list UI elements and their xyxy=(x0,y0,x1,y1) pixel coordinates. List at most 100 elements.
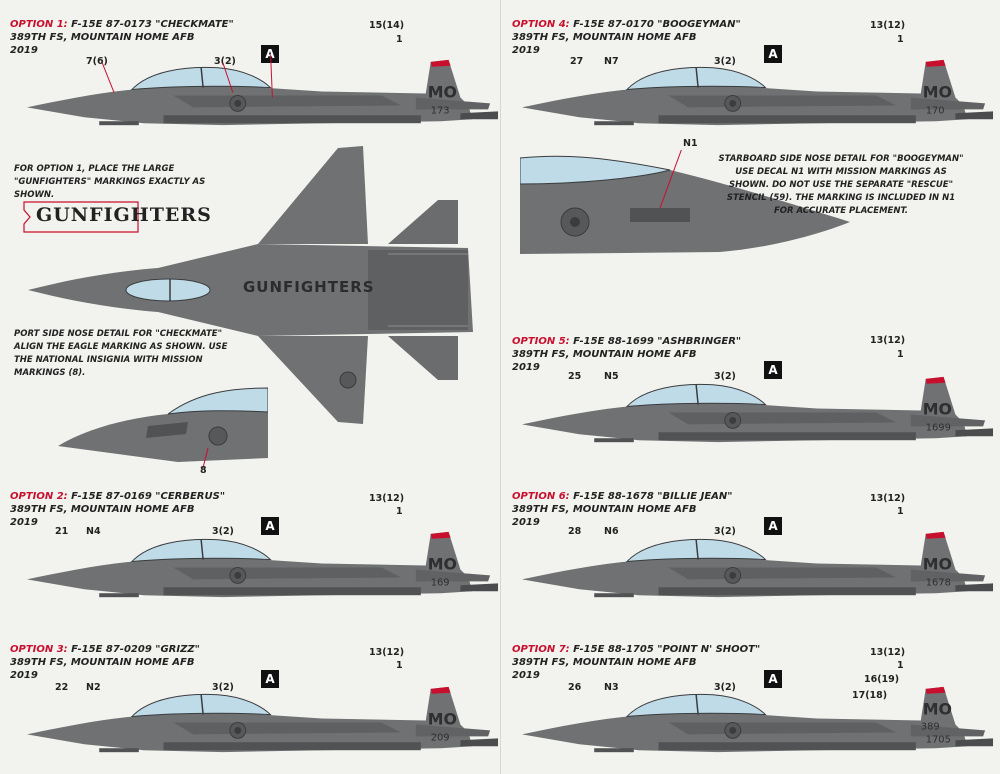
tail-extra: 389 xyxy=(921,721,940,732)
tail-serial: 170 xyxy=(926,105,945,116)
option-4-side-profile: MO 170 xyxy=(521,59,994,126)
callout-1: 1 xyxy=(897,349,904,360)
tail-code: MO xyxy=(923,399,952,418)
callout-13-12: 13(12) xyxy=(870,335,906,346)
year: 2019 xyxy=(512,517,540,528)
marking-a-box: A xyxy=(261,517,279,535)
unit-name: 389TH FS, MOUNTAIN HOME AFB xyxy=(10,504,195,515)
option-number: OPTION 1: xyxy=(10,19,68,30)
year: 2019 xyxy=(10,670,38,681)
option-number: OPTION 6: xyxy=(512,491,570,502)
option-1-side-profile: MO 173 xyxy=(26,55,499,126)
option-5-header: OPTION 5: F-15E 88-1699 "ASHBRINGER" 389… xyxy=(512,335,741,374)
callout-17-18: 17(18) xyxy=(852,690,888,701)
callout-3-2: 3(2) xyxy=(714,526,736,537)
callout-28: 28 xyxy=(568,526,582,537)
option-number: OPTION 2: xyxy=(10,491,68,502)
callout-1: 1 xyxy=(396,506,403,517)
aircraft-name: F-15E 88-1678 "BILLIE JEAN" xyxy=(573,491,733,502)
top-view-planform: GUNFIGHTERS xyxy=(28,146,473,424)
marking-a-box: A xyxy=(764,45,782,63)
callout-1: 1 xyxy=(897,34,904,45)
callout-15-14: 15(14) xyxy=(369,20,405,31)
callout-1: 1 xyxy=(396,660,403,671)
option-1-header: OPTION 1: F-15E 87-0173 "CHECKMATE" 389T… xyxy=(10,18,234,57)
callout-n5: N5 xyxy=(604,371,619,382)
callout-13-12: 13(12) xyxy=(870,493,906,504)
callout-13-12: 13(12) xyxy=(369,647,405,658)
aircraft-name: F-15E 88-1699 "ASHBRINGER" xyxy=(573,336,742,347)
option-7-header: OPTION 7: F-15E 88-1705 "POINT N' SHOOT"… xyxy=(512,643,760,682)
tail-serial: 1699 xyxy=(926,422,951,433)
year: 2019 xyxy=(10,45,38,56)
callout-n4: N4 xyxy=(86,526,101,537)
callout-13-12: 13(12) xyxy=(870,647,906,658)
unit-name: 389TH FS, MOUNTAIN HOME AFB xyxy=(512,349,697,360)
marking-a-box: A xyxy=(261,45,279,63)
marking-a-box: A xyxy=(764,670,782,688)
callout-n6: N6 xyxy=(604,526,619,537)
gunfighters-logo-text: GUNFIGHTERS xyxy=(36,204,212,226)
option-number: OPTION 7: xyxy=(512,644,570,655)
option-4-header: OPTION 4: F-15E 87-0170 "BOOGEYMAN" 389T… xyxy=(512,18,741,57)
callout-21: 21 xyxy=(55,526,69,537)
tail-code: MO xyxy=(428,554,457,573)
callout-16-19: 16(19) xyxy=(864,674,900,685)
aircraft-name: F-15E 87-0170 "BOOGEYMAN" xyxy=(573,19,741,30)
callout-27: 27 xyxy=(570,56,584,67)
gunfighters-note: FOR OPTION 1, PLACE THE LARGE "GUNFIGHTE… xyxy=(14,164,206,200)
tail-serial: 1705 xyxy=(926,734,951,745)
port-side-note: PORT SIDE NOSE DETAIL FOR "CHECKMATE" AL… xyxy=(14,329,228,378)
callout-n1: N1 xyxy=(683,138,698,149)
callout-3-2: 3(2) xyxy=(714,56,736,67)
tail-code: MO xyxy=(428,709,457,728)
callout-1: 1 xyxy=(897,660,904,671)
option-6-header: OPTION 6: F-15E 88-1678 "BILLIE JEAN" 38… xyxy=(512,490,732,529)
option-5-side-profile: MO 1699 xyxy=(521,376,994,443)
marking-a-box: A xyxy=(764,361,782,379)
aircraft-name: F-15E 87-0209 "GRIZZ" xyxy=(71,644,200,655)
callout-3-2: 3(2) xyxy=(214,56,236,67)
year: 2019 xyxy=(512,670,540,681)
callout-1: 1 xyxy=(396,34,403,45)
callout-13-12: 13(12) xyxy=(870,20,906,31)
starboard-nose-detail xyxy=(520,150,850,254)
tail-serial: 173 xyxy=(431,105,450,116)
option-number: OPTION 5: xyxy=(512,336,570,347)
callout-7-6: 7(6) xyxy=(86,56,108,67)
aircraft-name: F-15E 87-0173 "CHECKMATE" xyxy=(71,19,234,30)
callout-8: 8 xyxy=(200,465,207,476)
option-2-side-profile: MO 169 xyxy=(26,531,499,598)
unit-name: 389TH FS, MOUNTAIN HOME AFB xyxy=(512,32,697,43)
tail-code: MO xyxy=(923,700,952,719)
callout-1: 1 xyxy=(897,506,904,517)
callout-3-2: 3(2) xyxy=(714,682,736,693)
option-3-header: OPTION 3: F-15E 87-0209 "GRIZZ" 389TH FS… xyxy=(10,643,200,682)
option-number: OPTION 4: xyxy=(512,19,570,30)
callout-25: 25 xyxy=(568,371,582,382)
tail-code: MO xyxy=(428,82,457,101)
unit-name: 389TH FS, MOUNTAIN HOME AFB xyxy=(10,32,195,43)
port-nose-detail xyxy=(58,387,268,468)
aircraft-name: F-15E 87-0169 "CERBERUS" xyxy=(71,491,226,502)
starboard-side-note: STARBOARD SIDE NOSE DETAIL FOR "BOOGEYMA… xyxy=(718,154,964,216)
page-divider xyxy=(500,0,501,774)
option-2-header: OPTION 2: F-15E 87-0169 "CERBERUS" 389TH… xyxy=(10,490,225,529)
gunfighters-logo: GUNFIGHTERS xyxy=(22,200,211,234)
unit-name: 389TH FS, MOUNTAIN HOME AFB xyxy=(10,657,195,668)
tail-serial: 169 xyxy=(431,577,450,588)
option-7-side-profile: MO 389 1705 xyxy=(521,686,994,753)
callout-3-2: 3(2) xyxy=(212,682,234,693)
tail-code: MO xyxy=(923,554,952,573)
callout-3-2: 3(2) xyxy=(212,526,234,537)
unit-name: 389TH FS, MOUNTAIN HOME AFB xyxy=(512,504,697,515)
callout-3-2: 3(2) xyxy=(714,371,736,382)
tail-serial: 209 xyxy=(431,732,450,743)
option-6-side-profile: MO 1678 xyxy=(521,531,994,598)
marking-a-box: A xyxy=(261,670,279,688)
callout-22: 22 xyxy=(55,682,69,693)
tail-code: MO xyxy=(923,82,952,101)
callout-13-12: 13(12) xyxy=(369,493,405,504)
callout-n7: N7 xyxy=(604,56,619,67)
top-view-gunfighters-text: GUNFIGHTERS xyxy=(243,278,375,296)
